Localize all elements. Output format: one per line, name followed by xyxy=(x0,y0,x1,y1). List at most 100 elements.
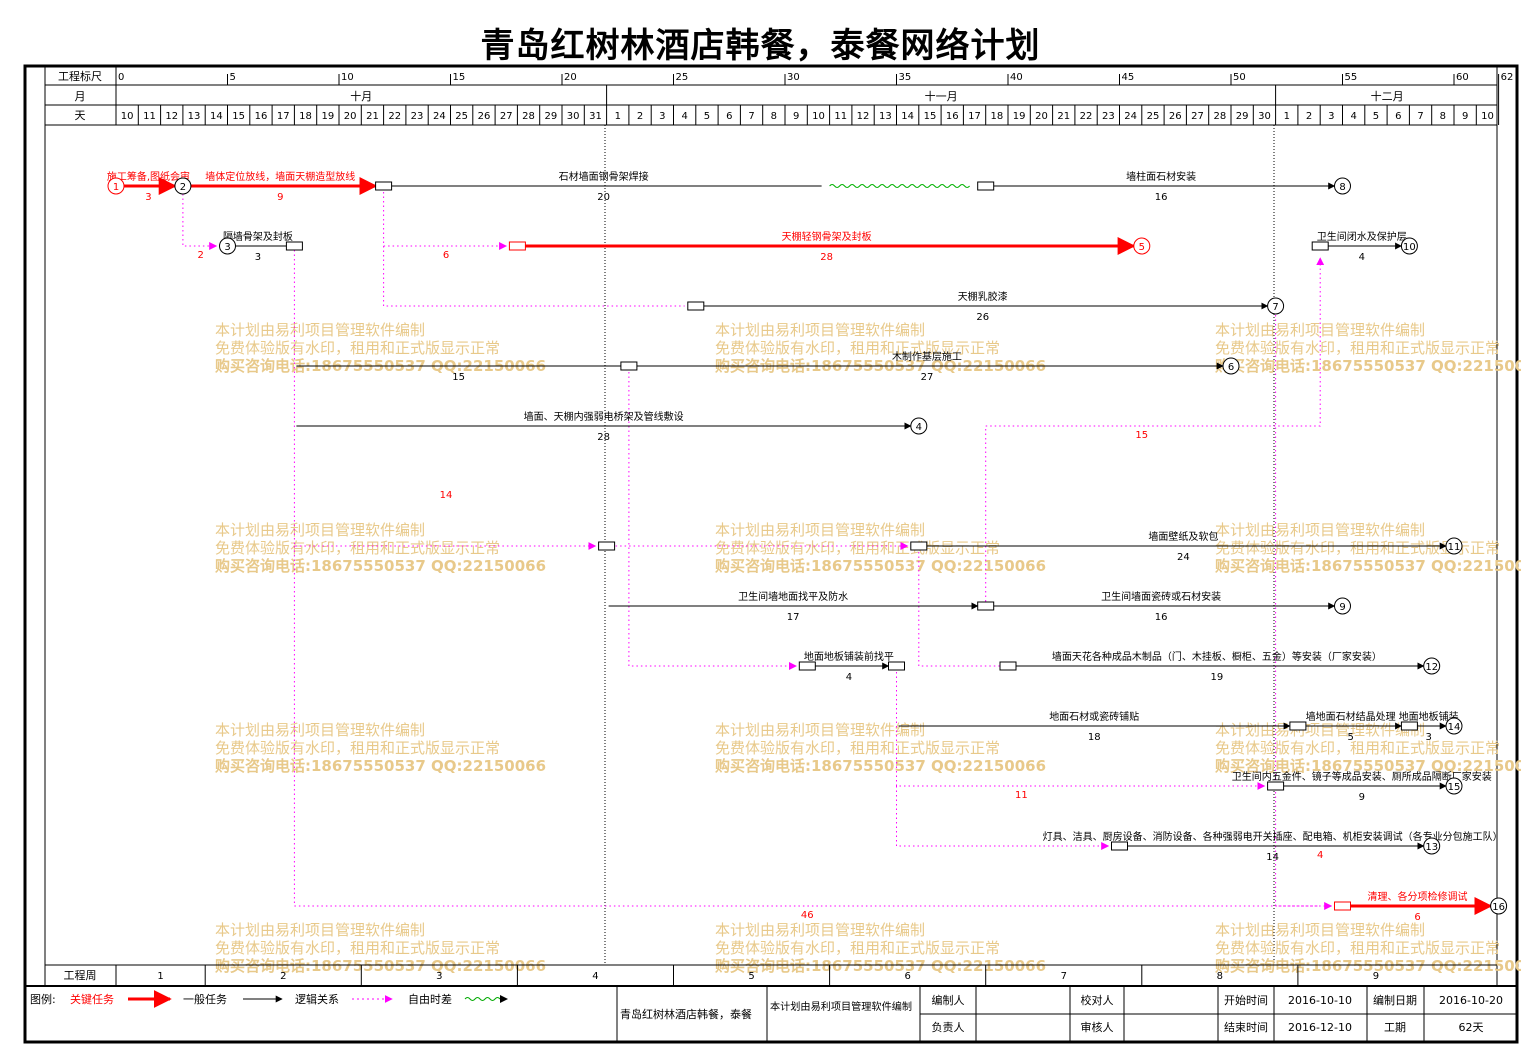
watermark-text: 免费体验版有水印，租用和正式版显示正常 xyxy=(715,739,1000,757)
task-name: 天棚乳胶漆 xyxy=(958,290,1008,303)
event-node xyxy=(1490,897,1508,915)
day-cell: 7 xyxy=(1417,111,1423,122)
watermark-text: 免费体验版有水印，租用和正式版显示正常 xyxy=(215,739,500,757)
scale-tick-label: 10 xyxy=(341,72,354,83)
watermark-text: 本计划由易利项目管理软件编制 xyxy=(715,321,925,339)
info-period-value: 62天 xyxy=(1459,1021,1484,1034)
week-cell: 2 xyxy=(280,971,286,982)
watermark-text: 免费体验版有水印，租用和正式版显示正常 xyxy=(215,939,500,957)
task-name: 墙体定位放线，墙面天棚造型放线 xyxy=(205,170,355,183)
task-name: 灯具、洁具、厨房设备、消防设备、各种强弱电开关插座、配电箱、机柜安装调试（各专业… xyxy=(1043,830,1503,843)
day-cell: 4 xyxy=(681,111,687,122)
week-cell: 4 xyxy=(592,971,598,982)
month-cell: 十一月 xyxy=(925,89,958,103)
logic-duration-label: 4 xyxy=(1317,850,1323,861)
day-header-label: 天 xyxy=(75,109,86,122)
day-cell: 21 xyxy=(366,111,379,122)
day-cell: 23 xyxy=(411,111,424,122)
watermark-text: 本计划由易利项目管理软件编制 xyxy=(215,721,425,739)
event-node-label: 14 xyxy=(1448,722,1461,733)
event-node-label: 11 xyxy=(1448,542,1461,553)
day-cell: 29 xyxy=(544,111,557,122)
task-name: 墙面壁纸及软包 xyxy=(1148,530,1218,543)
day-cell: 19 xyxy=(1013,111,1026,122)
day-cell: 10 xyxy=(121,111,134,122)
week-cell: 5 xyxy=(748,971,754,982)
day-cell: 25 xyxy=(455,111,468,122)
scale-tick-label: 20 xyxy=(564,72,577,83)
event-box xyxy=(508,241,526,251)
event-box xyxy=(620,361,638,371)
week-cell: 3 xyxy=(436,971,442,982)
day-cell: 1 xyxy=(1284,111,1290,122)
info-reviewer-label: 负责人 xyxy=(932,1020,965,1034)
event-node xyxy=(1222,357,1240,375)
day-cell: 6 xyxy=(726,111,732,122)
legend-logic-label: 逻辑关系 xyxy=(295,992,339,1006)
task-duration: 4 xyxy=(846,672,852,683)
day-cell: 13 xyxy=(188,111,201,122)
task-duration: 16 xyxy=(1155,612,1168,623)
scale-tick-label: 15 xyxy=(453,72,466,83)
legend-critical-label: 关键任务 xyxy=(70,992,114,1006)
day-cell: 2 xyxy=(1306,111,1312,122)
task-name: 石材墙面钢骨架焊接 xyxy=(559,170,649,183)
scale-tick-label: 25 xyxy=(676,72,689,83)
logic-line xyxy=(628,372,797,670)
watermark-text: 免费体验版有水印，租用和正式版显示正常 xyxy=(1215,539,1500,557)
task-duration: 18 xyxy=(1088,732,1101,743)
task-name: 卫生间内五金件、镜子等成品安装、厕所成品隔断厂家安装 xyxy=(1232,770,1492,783)
logic-duration-label: 46 xyxy=(801,910,814,921)
logic-duration-label: 15 xyxy=(1135,430,1148,441)
watermark-text: 免费体验版有水印，租用和正式版显示正常 xyxy=(715,339,1000,357)
watermark-text: 购买咨询电话:18675550537 QQ:22150066 xyxy=(215,757,546,775)
watermark-text: 购买咨询电话:18675550537 QQ:22150066 xyxy=(1215,557,1521,575)
task-duration: 9 xyxy=(1359,792,1365,803)
task-duration: 20 xyxy=(597,192,610,203)
day-cell: 24 xyxy=(1124,111,1137,122)
day-cell: 9 xyxy=(1462,111,1468,122)
task-name: 卫生间闭水及保护层 xyxy=(1317,230,1407,243)
logic-line xyxy=(293,546,1321,907)
event-node xyxy=(219,237,236,255)
task-name: 天棚轻钢骨架及封板 xyxy=(782,230,872,243)
event-box xyxy=(1289,721,1307,731)
day-cell: 3 xyxy=(1328,111,1334,122)
legend-label: 图例: xyxy=(30,992,56,1006)
logic-line xyxy=(182,194,218,250)
logic-duration-label: 2 xyxy=(198,250,204,261)
watermark-text: 免费体验版有水印，租用和正式版显示正常 xyxy=(215,539,500,557)
month-cell: 十二月 xyxy=(1371,89,1404,103)
week-cell: 7 xyxy=(1061,971,1067,982)
task-duration: 3 xyxy=(255,252,261,263)
task-duration: 24 xyxy=(1177,552,1190,563)
scale-tick-label: 40 xyxy=(1010,72,1023,83)
scale-tick-label: 60 xyxy=(1456,72,1469,83)
day-cell: 11 xyxy=(834,111,847,122)
task-duration: 19 xyxy=(1210,672,1223,683)
page-title: 青岛红树林酒店韩餐，泰餐网络计划 xyxy=(480,26,1041,66)
task-name: 墙地面石材结晶处理 xyxy=(1306,710,1396,723)
event-node xyxy=(1133,237,1151,255)
task-name: 卫生间墙地面找平及防水 xyxy=(738,590,848,603)
task-duration: 26 xyxy=(976,312,989,323)
day-cell: 27 xyxy=(1191,111,1204,122)
day-cell: 5 xyxy=(1373,111,1379,122)
event-node xyxy=(910,417,928,435)
task-duration: 3 xyxy=(1426,732,1432,743)
info-start-value: 2016-10-10 xyxy=(1288,994,1352,1007)
task-duration: 17 xyxy=(787,612,800,623)
event-box xyxy=(1334,901,1351,911)
day-cell: 2 xyxy=(637,111,643,122)
task-duration: 15 xyxy=(452,372,465,383)
day-cell: 7 xyxy=(748,111,754,122)
day-cell: 18 xyxy=(299,111,312,122)
info-software: 本计划由易利项目管理软件编制 xyxy=(770,1000,912,1013)
event-box xyxy=(1267,781,1285,791)
free-float-wave xyxy=(829,184,970,188)
watermark-text: 购买咨询电话:18675550537 QQ:22150066 xyxy=(1215,757,1521,775)
